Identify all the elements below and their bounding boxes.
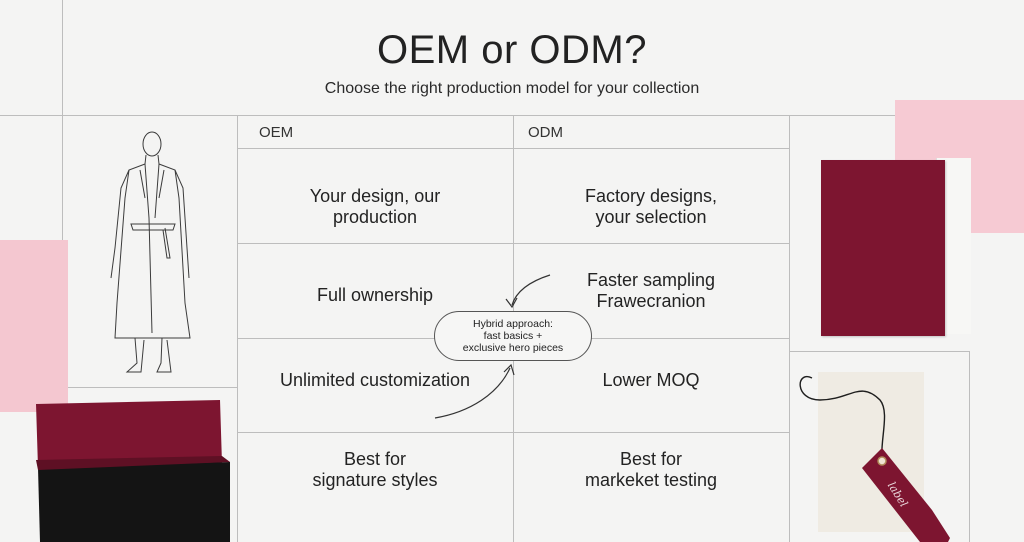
odm-cell-best-for: Best for markeket testing [584, 449, 718, 490]
grid-line [0, 115, 1024, 116]
page-title: OEM or ODM? [377, 28, 647, 72]
column-header-oem: OEM [259, 124, 294, 141]
hybrid-approach-text: Hybrid approach: fast basics + exclusive… [462, 318, 564, 354]
odm-cell-designs: Factory designs, your selection [584, 186, 718, 227]
column-header-odm: ODM [528, 124, 563, 141]
oem-cell-best-for: Best for signature styles [312, 449, 438, 490]
grid-line [237, 148, 789, 149]
grid-line [969, 351, 970, 542]
grid-line [237, 115, 238, 542]
page-subtitle: Choose the right production model for yo… [324, 80, 700, 97]
burgundy-fabric-swatch [821, 160, 945, 336]
oem-cell-design: Your design, our production [309, 186, 441, 227]
odm-cell-moq: Lower MOQ [602, 370, 700, 390]
odm-cell-sampling: Faster sampling Frawecranion [586, 270, 716, 311]
grid-line [237, 243, 789, 244]
hybrid-approach-callout: Hybrid approach: fast basics + exclusive… [434, 311, 592, 361]
grid-line [237, 432, 789, 433]
grid-line [789, 115, 790, 542]
coat-sketch-illustration [110, 131, 191, 373]
hang-tag-illustration [799, 375, 950, 542]
grid-line [62, 387, 237, 388]
oem-cell-ownership: Full ownership [316, 285, 434, 305]
pink-paper-swatch [0, 240, 68, 412]
fabric-swatches-left [36, 400, 230, 542]
grid-line [789, 351, 969, 352]
oem-cell-customization: Unlimited customization [279, 370, 471, 390]
